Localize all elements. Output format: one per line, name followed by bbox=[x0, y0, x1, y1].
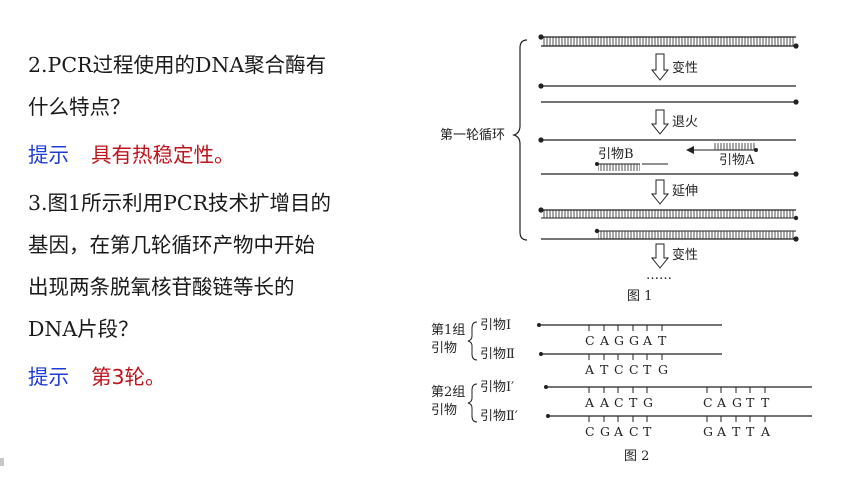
question-3-text-4: DNA片段？ bbox=[28, 317, 139, 341]
group-2-primer-2p: 引物Ⅱ′ bbox=[480, 409, 518, 424]
question-3-line-3: 出现两条脱氧核苷酸链等长的 bbox=[28, 272, 423, 302]
question-2-line-1: 2.PCR过程使用的DNA聚合酶有 bbox=[28, 50, 423, 80]
base: C bbox=[585, 333, 595, 348]
slide-edge-mark bbox=[0, 458, 4, 466]
question-3-text-1: 3.图1所示利用PCR技术扩增目的 bbox=[28, 191, 332, 215]
base: A bbox=[642, 333, 653, 348]
question-3-line-2: 基因，在第几轮循环产物中开始 bbox=[28, 230, 423, 260]
primer-a-bar bbox=[714, 143, 756, 150]
base: T bbox=[746, 395, 755, 410]
base: G bbox=[600, 424, 610, 439]
cycle-brace bbox=[512, 39, 528, 241]
base: G bbox=[732, 395, 742, 410]
primer-a-label: 引物A bbox=[719, 153, 755, 168]
single-strands-1 bbox=[538, 83, 799, 105]
base: G bbox=[629, 333, 639, 348]
question-3-text-3: 出现两条脱氧核苷酸链等长的 bbox=[28, 275, 295, 299]
dna-double-strand-1 bbox=[538, 34, 799, 49]
answer-3: 提示第3轮。 bbox=[28, 362, 423, 392]
base: T bbox=[761, 395, 770, 410]
primer-b-label: 引物B bbox=[598, 147, 634, 162]
step-arrow-denature-2 bbox=[650, 243, 670, 269]
question-2-line-2: 什么特点？ bbox=[28, 92, 423, 122]
base: T bbox=[746, 424, 755, 439]
base: A bbox=[584, 362, 595, 377]
continuation-ellipsis: …… bbox=[646, 268, 672, 283]
figure-2-caption: 图 2 bbox=[624, 449, 649, 464]
figure-1: 第一轮循环 变性 退火 bbox=[440, 34, 799, 304]
question-2-text-1: 2.PCR过程使用的DNA聚合酶有 bbox=[28, 53, 327, 77]
answer-3-label: 提示 bbox=[28, 365, 69, 389]
base: C bbox=[703, 395, 713, 410]
question-3-text-2: 基因，在第几轮循环产物中开始 bbox=[28, 233, 315, 257]
answer-3-text: 第3轮。 bbox=[91, 365, 166, 389]
group-1-sequence-top: C A G G A T bbox=[585, 333, 667, 348]
base: G bbox=[658, 362, 668, 377]
group-2-sequence-top: A A C T G C A G T T bbox=[584, 395, 770, 410]
base: T bbox=[732, 424, 741, 439]
dna-double-strand-2 bbox=[538, 207, 799, 221]
group-1-label: 第1组 bbox=[431, 323, 465, 338]
base: A bbox=[599, 333, 610, 348]
dna-double-strand-3 bbox=[541, 228, 799, 242]
group-1-primer-1: 引物Ⅰ bbox=[480, 318, 511, 333]
base: C bbox=[629, 362, 639, 377]
group-2-sub: 引物 bbox=[431, 403, 457, 418]
base: A bbox=[716, 395, 727, 410]
base: A bbox=[760, 424, 771, 439]
group-2-ticks-top bbox=[588, 387, 766, 393]
cycle-label: 第一轮循环 bbox=[440, 128, 505, 143]
group-1-brace bbox=[467, 321, 478, 361]
base: T bbox=[643, 362, 652, 377]
question-2-text-2: 什么特点？ bbox=[28, 95, 131, 119]
base: A bbox=[613, 424, 624, 439]
step-arrow-denature bbox=[650, 53, 670, 81]
group-2-brace bbox=[467, 383, 478, 423]
base: A bbox=[584, 395, 595, 410]
base: T bbox=[658, 333, 667, 348]
question-text-column: 2.PCR过程使用的DNA聚合酶有 什么特点？ 提示具有热稳定性。 3.图1所示… bbox=[28, 50, 423, 410]
answer-2-label: 提示 bbox=[28, 143, 69, 167]
base: A bbox=[599, 395, 610, 410]
question-3-line-1: 3.图1所示利用PCR技术扩增目的 bbox=[28, 188, 423, 218]
annealed-strands bbox=[538, 137, 799, 177]
group-1-ticks-top bbox=[588, 325, 663, 331]
base: G bbox=[703, 424, 713, 439]
group-1-primer-2: 引物Ⅱ bbox=[480, 347, 515, 362]
answer-2-text: 具有热稳定性。 bbox=[91, 143, 235, 167]
group-2-primer-1p: 引物Ⅰ′ bbox=[480, 380, 514, 395]
step-arrow-anneal bbox=[650, 109, 670, 135]
base: T bbox=[643, 424, 652, 439]
group-2-label: 第2组 bbox=[431, 385, 465, 400]
base: C bbox=[629, 424, 639, 439]
base: C bbox=[585, 424, 595, 439]
step-label-extend: 延伸 bbox=[672, 184, 698, 199]
step-label-denature-2: 变性 bbox=[672, 247, 698, 263]
group-2-ticks-bot bbox=[588, 416, 766, 422]
base: A bbox=[716, 424, 727, 439]
base: G bbox=[614, 333, 624, 348]
step-arrow-extend bbox=[650, 179, 670, 205]
base: C bbox=[614, 362, 624, 377]
group-1-ticks-bot bbox=[588, 354, 663, 360]
primer-b-bar bbox=[598, 164, 640, 171]
answer-2: 提示具有热稳定性。 bbox=[28, 140, 423, 170]
group-1-sub: 引物 bbox=[431, 341, 457, 356]
question-3-line-4: DNA片段？ bbox=[28, 314, 423, 344]
base: T bbox=[600, 362, 609, 377]
base: G bbox=[643, 395, 653, 410]
group-1-sequence-bot: A T C C T G bbox=[584, 362, 668, 377]
step-label-denature: 变性 bbox=[672, 60, 698, 76]
figure-2: 第1组 引物 引物Ⅰ 引物Ⅱ C A G G A T A T C bbox=[431, 318, 812, 464]
figure-1-caption: 图 1 bbox=[627, 289, 652, 304]
base: T bbox=[629, 395, 638, 410]
base: C bbox=[614, 395, 624, 410]
group-2-sequence-bot: C G A C T G A T T A bbox=[585, 424, 771, 439]
step-label-anneal: 退火 bbox=[672, 115, 698, 130]
